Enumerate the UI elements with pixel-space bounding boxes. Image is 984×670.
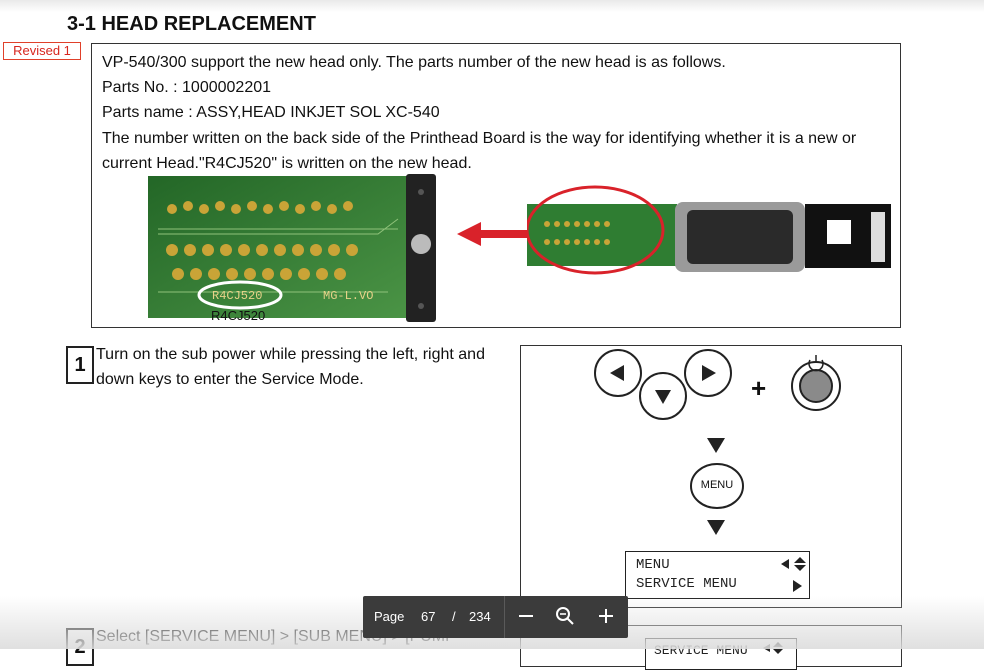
board-silkscreen-label: MG-L.VO <box>323 289 373 303</box>
printhead-board-image: R4CJ520 MG-L.VO <box>148 174 436 322</box>
right-key-icon <box>684 349 732 397</box>
intro-line-2: Parts No. : 1000002201 <box>102 79 272 96</box>
down-arrow-icon <box>707 438 725 453</box>
board-caption: R4CJ520 <box>211 308 266 323</box>
step-1-text-line-1: Turn on the sub power while pressing the… <box>96 346 485 363</box>
direction-arrow-icon <box>457 222 527 246</box>
lcd-line-1: MENU <box>636 557 670 573</box>
lcd-display-2: SERVICE MENU <box>645 638 797 670</box>
service-mode-diagram: + MENU MENU SERVICE MENU <box>520 345 902 608</box>
intro-line-5: current Head."R4CJ520" is written on the… <box>102 155 472 172</box>
zoom-reset-button[interactable] <box>554 605 576 627</box>
plus-sign: + <box>751 373 767 403</box>
magnifier-minus-icon <box>556 607 574 625</box>
page-separator: / <box>452 609 456 624</box>
page-label: Page <box>374 609 405 624</box>
menu-key-label: MENU <box>700 479 734 491</box>
lcd-line-2: SERVICE MENU <box>636 576 737 592</box>
lcd-display: MENU SERVICE MENU <box>625 551 810 599</box>
left-updown-arrow-icon <box>781 557 806 571</box>
page-navigation-toolbar: Page 67 / 234 <box>363 596 628 638</box>
left-key-icon <box>594 349 642 397</box>
right-arrow-icon <box>793 580 802 592</box>
step-1-number: 1 <box>66 346 94 384</box>
page-title: 3-1 HEAD REPLACEMENT <box>67 13 316 35</box>
menu-key-icon <box>690 463 744 509</box>
total-pages: 234 <box>469 609 491 624</box>
down-key-icon <box>639 372 687 420</box>
intro-line-1: VP-540/300 support the new head only. Th… <box>102 54 726 71</box>
intro-line-4: The number written on the back side of t… <box>102 130 857 147</box>
step-1-text-line-2: down keys to enter the Service Mode. <box>96 371 364 388</box>
current-page-number[interactable]: 67 <box>421 609 436 624</box>
intro-box: VP-540/300 support the new head only. Th… <box>91 43 901 328</box>
left-updown-arrow-icon <box>763 642 783 654</box>
step-2-number: 2 <box>66 628 94 666</box>
toolbar-divider <box>504 596 505 638</box>
down-arrow-icon <box>707 520 725 535</box>
lcd2-line-1: SERVICE MENU <box>654 643 748 658</box>
viewer-top-shadow <box>0 0 984 12</box>
revision-badge: Revised 1 <box>3 42 81 60</box>
intro-line-3: Parts name : ASSY,HEAD INKJET SOL XC-540 <box>102 104 440 121</box>
printhead-assembly-image <box>527 185 891 275</box>
zoom-in-button[interactable] <box>595 605 617 627</box>
plus-icon <box>599 609 613 623</box>
zoom-out-button[interactable] <box>515 605 537 627</box>
board-silkscreen-code: R4CJ520 <box>212 289 262 303</box>
power-key-icon <box>791 355 841 411</box>
